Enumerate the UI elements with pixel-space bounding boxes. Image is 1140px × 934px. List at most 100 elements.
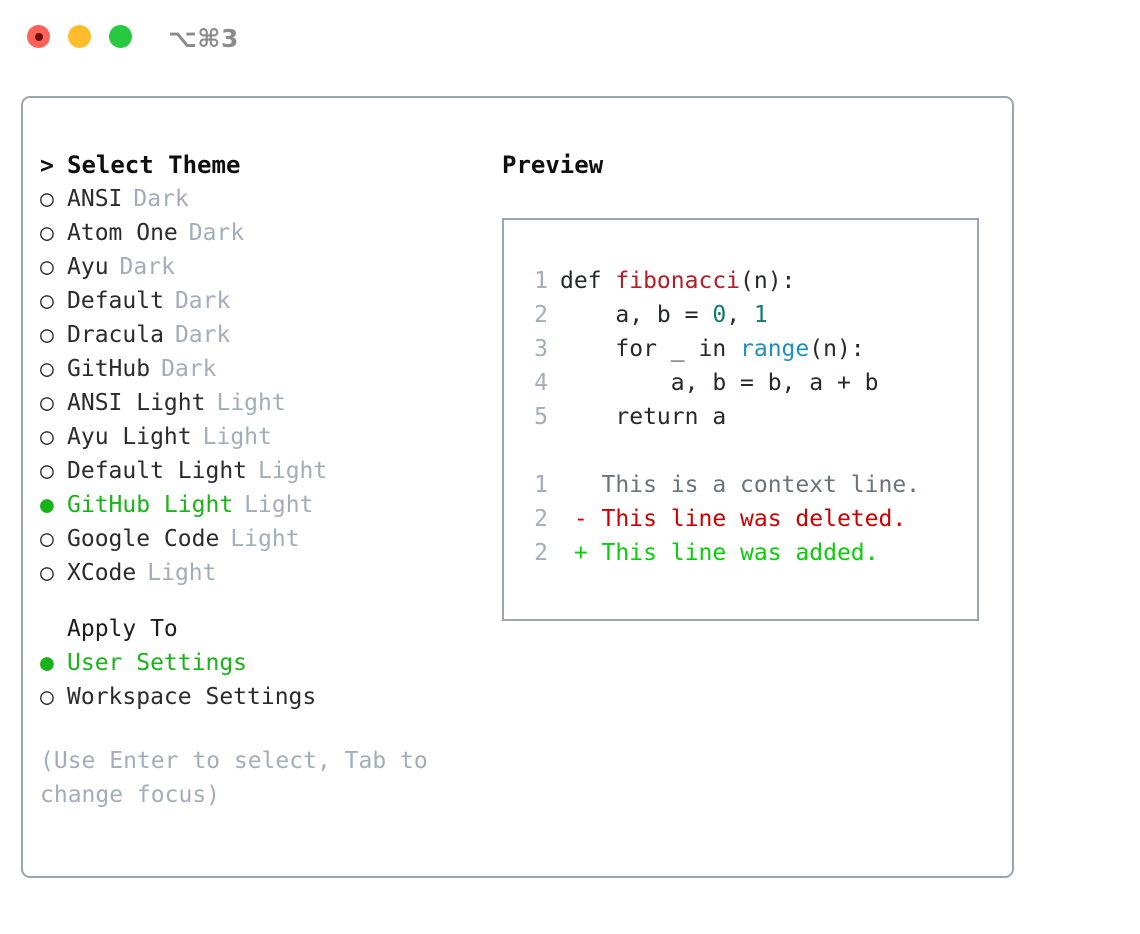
radio-unselected-icon: ○ <box>40 526 54 552</box>
radio-unselected-icon: ○ <box>40 684 54 710</box>
code-token-plain: def <box>560 268 616 294</box>
radio-unselected-icon: ○ <box>40 458 54 484</box>
code-token-plain: (n): <box>809 336 865 362</box>
theme-option-label: Ayu Light <box>67 424 192 450</box>
code-token-plain: a, b = b, a + b <box>560 370 879 396</box>
diff-line: 2 - This line was deleted. <box>522 502 977 536</box>
theme-option-label: XCode <box>67 560 137 586</box>
apply-to-header: Apply To <box>40 612 500 646</box>
radio-unselected-icon: ○ <box>40 186 54 212</box>
apply-to-option-user-settings[interactable]: ●User Settings <box>40 646 500 680</box>
code-token-num: 1 <box>753 302 768 328</box>
code-line: 2 a, b = 0, 1 <box>522 298 977 332</box>
list-spacer <box>40 590 500 612</box>
zoom-button[interactable] <box>109 25 132 48</box>
theme-variant-label: Light <box>216 390 286 416</box>
preview-title: Preview <box>502 151 604 179</box>
theme-variant-label: Light <box>147 560 217 586</box>
diff-gap <box>522 434 977 468</box>
diff-line: 1 This is a context line. <box>522 468 977 502</box>
theme-variant-label: Dark <box>119 254 175 280</box>
diff-line-number: 1 <box>534 472 548 498</box>
close-button[interactable] <box>27 25 50 48</box>
code-token-plain: for _ in <box>560 336 741 362</box>
theme-variant-label: Dark <box>174 288 231 314</box>
prompt-caret-icon: > <box>40 153 54 179</box>
theme-option-github[interactable]: ○ GitHub Dark <box>40 352 500 386</box>
code-line: 4 a, b = b, a + b <box>522 366 977 400</box>
theme-variant-label: Dark <box>161 356 217 382</box>
theme-option-xcode[interactable]: ○ XCode Light <box>40 556 500 590</box>
minimize-button[interactable] <box>68 25 91 48</box>
theme-option-label: Default Light <box>67 458 248 484</box>
apply-to-option-workspace-settings[interactable]: ○Workspace Settings <box>40 680 500 714</box>
code-line-number: 5 <box>534 404 548 430</box>
theme-option-ansi[interactable]: ○ ANSI Dark <box>40 182 500 216</box>
code-token-num: 0 <box>712 302 727 328</box>
traffic-light-buttons <box>27 25 132 48</box>
theme-option-github-light[interactable]: ● GitHub Light Light <box>40 488 500 522</box>
select-theme-header: > Select Theme <box>40 148 500 182</box>
title-bar: ⌥⌘3 <box>0 0 1140 78</box>
theme-variant-label: Light <box>230 526 300 552</box>
radio-unselected-icon: ○ <box>40 390 54 416</box>
theme-variant-label: Light <box>258 458 328 484</box>
theme-option-label: Default <box>67 288 164 314</box>
diff-line: 2 + This line was added. <box>522 536 977 570</box>
radio-unselected-icon: ○ <box>40 288 54 314</box>
theme-option-default-light[interactable]: ○ Default Light Light <box>40 454 500 488</box>
diff-line-number: 2 <box>534 540 548 566</box>
theme-option-google-code[interactable]: ○ Google Code Light <box>40 522 500 556</box>
radio-unselected-icon: ○ <box>40 220 54 246</box>
code-line: 5 return a <box>522 400 977 434</box>
theme-option-label: ANSI <box>67 186 123 212</box>
theme-variant-label: Dark <box>133 186 189 212</box>
radio-unselected-icon: ○ <box>40 356 54 382</box>
diff-line-number: 2 <box>534 506 548 532</box>
code-line: 3 for _ in range(n): <box>522 332 977 366</box>
diff-line-text: This line was added. <box>601 540 879 566</box>
theme-option-label: GitHub <box>67 356 151 382</box>
code-line-number: 2 <box>534 302 548 328</box>
radio-unselected-icon: ○ <box>40 424 54 450</box>
keyboard-hint-text: (Use Enter to select, Tab to change focu… <box>40 748 428 808</box>
code-line-number: 4 <box>534 370 548 396</box>
code-token-func: fibonacci <box>615 268 741 294</box>
theme-option-atom-one[interactable]: ○ Atom One Dark <box>40 216 500 250</box>
radio-selected-icon: ● <box>40 492 54 518</box>
theme-option-label: GitHub Light <box>67 492 234 518</box>
radio-unselected-icon: ○ <box>40 560 54 586</box>
diff-marker <box>560 472 602 498</box>
apply-to-title: Apply To <box>67 616 178 642</box>
diff-marker: + <box>560 540 602 566</box>
radio-unselected-icon: ○ <box>40 322 54 348</box>
code-token-plain: a, b = <box>560 302 713 328</box>
theme-option-label: Google Code <box>67 526 220 552</box>
theme-variant-label: Light <box>244 492 314 518</box>
keyboard-shortcut-label: ⌥⌘3 <box>168 24 239 53</box>
theme-variant-label: Dark <box>188 220 245 246</box>
code-token-plain: return a <box>560 404 727 430</box>
theme-option-default[interactable]: ○ Default Dark <box>40 284 500 318</box>
theme-option-label: Dracula <box>67 322 164 348</box>
apply-to-option-list: ●User Settings○Workspace Settings <box>40 646 500 714</box>
theme-variant-label: Dark <box>174 322 231 348</box>
radio-unselected-icon: ○ <box>40 254 54 280</box>
diff-marker: - <box>560 506 602 532</box>
apply-to-option-label: User Settings <box>67 650 248 676</box>
theme-option-dracula[interactable]: ○ Dracula Dark <box>40 318 500 352</box>
diff-line-text: This line was deleted. <box>601 506 907 532</box>
code-token-builtin: range <box>740 336 810 362</box>
diff-line-text: This is a context line. <box>601 472 921 498</box>
theme-option-label: Atom One <box>67 220 178 246</box>
